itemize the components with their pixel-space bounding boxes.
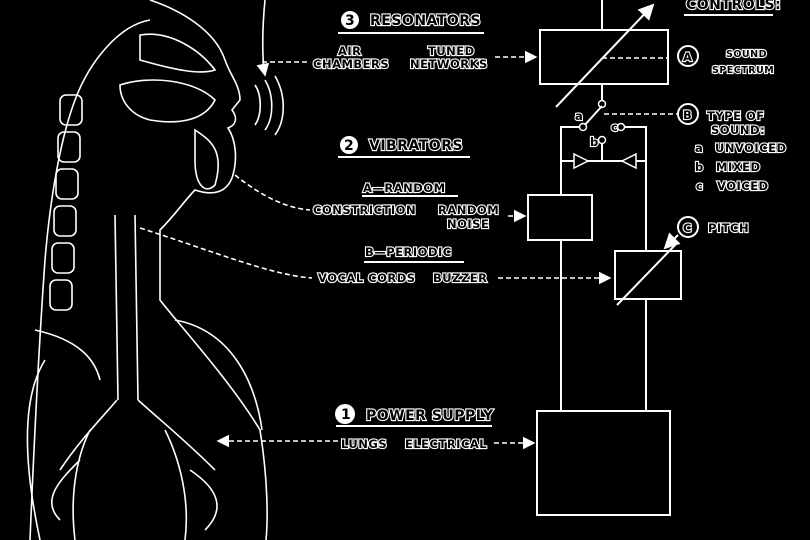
diagram-mark xyxy=(677,45,699,67)
diagram-mark xyxy=(597,99,607,109)
jaw xyxy=(194,128,220,190)
buzzer-box xyxy=(614,250,682,300)
bronchi xyxy=(50,399,218,540)
diagram-mark xyxy=(51,242,75,274)
diagram-label: TYPE OF xyxy=(707,109,765,123)
diagram-mark xyxy=(341,11,359,29)
diagram-label: b xyxy=(695,160,704,174)
diagram-mark xyxy=(560,126,583,195)
output-arrow xyxy=(256,0,270,77)
diagram-label: POWER SUPPLY xyxy=(366,408,494,424)
diagram-label: MIXED xyxy=(716,160,761,174)
trachea xyxy=(114,214,139,401)
diagram-label: AIR xyxy=(338,44,362,58)
sound-waves xyxy=(254,75,284,136)
section-heading: RESONATORS xyxy=(370,13,481,29)
diagram-label: VOCAL CORDS xyxy=(318,271,416,285)
random-noise-box xyxy=(527,194,593,241)
diagram-mark xyxy=(677,216,699,238)
diagram-mark xyxy=(335,404,355,424)
diagram-mark xyxy=(578,122,588,132)
diagram-label: c xyxy=(696,179,703,193)
section-number: 3 xyxy=(345,13,355,29)
constriction-pointer xyxy=(234,174,311,211)
diagram-label: CHAMBERS xyxy=(313,57,389,71)
diagram-label: PITCH xyxy=(708,221,749,235)
human-vocal-anatomy xyxy=(26,0,284,540)
controls-legend: CONTROLS: A SOUND SPECTRUM B TYPE OF SOU… xyxy=(663,0,787,250)
diagram-label: A xyxy=(683,50,692,64)
diagram-label: CONSTRICTION xyxy=(313,203,416,217)
diagram-mark xyxy=(616,122,626,132)
diagram-label: SOUND: xyxy=(711,123,765,137)
diagram-label: LUNGS xyxy=(341,437,387,451)
spine xyxy=(49,94,83,311)
diagram-label: ELECTRICAL xyxy=(405,437,487,451)
diagram-mark xyxy=(49,279,73,311)
spectrum-control-arrow xyxy=(555,3,655,108)
diagram-mark xyxy=(55,168,79,200)
diagram-label: C xyxy=(683,221,692,235)
resonators-section: 3 RESONATORS AIR CHAMBERS TUNED NETWORKS xyxy=(312,11,538,72)
controls-title: CONTROLS: xyxy=(686,0,781,13)
diagram-label: 1 xyxy=(341,407,351,423)
diagram-label: VIBRATORS xyxy=(369,138,463,154)
diode-right xyxy=(620,152,637,170)
diagram-label: A—RANDOM xyxy=(363,181,446,195)
diagram-label: SOUND xyxy=(726,49,767,60)
vibrators-section: 2 VIBRATORS A—RANDOM CONSTRICTION RANDOM… xyxy=(312,136,612,286)
diagram-mark xyxy=(625,126,647,251)
vocal-cords-pointer xyxy=(139,227,313,279)
tuned-networks-box xyxy=(539,29,669,85)
diagram-mark xyxy=(561,143,646,162)
back-of-neck xyxy=(29,19,151,540)
power-supply-section: 1 POWER SUPPLY LUNGS ELECTRICAL xyxy=(335,404,536,452)
diagram-mark xyxy=(59,94,83,126)
pitch-control-arrow xyxy=(616,241,679,306)
diagram-mark xyxy=(340,136,358,154)
diagram-label: NOISE xyxy=(447,217,489,231)
synthesizer-circuit: a b c xyxy=(527,0,682,516)
diagram-mark xyxy=(57,131,81,163)
diagram-label: SPECTRUM xyxy=(712,65,774,76)
diagram-label: TUNED xyxy=(428,44,475,58)
diagram-mark xyxy=(597,135,607,145)
diagram-mark xyxy=(677,103,699,125)
diagram-label: B xyxy=(683,108,692,122)
diagram-label: c xyxy=(611,120,618,134)
head-neck-profile xyxy=(149,0,268,540)
power-supply-box xyxy=(536,410,671,516)
diagram-label: 2 xyxy=(344,138,354,154)
diode-left xyxy=(573,152,590,170)
diagram-mark xyxy=(663,232,681,250)
lungs-outline xyxy=(26,319,263,540)
diagram-label: VOICED xyxy=(717,179,769,193)
diagram-label: RANDOM xyxy=(438,203,499,217)
diagram-label: UNVOICED xyxy=(715,141,787,155)
nasal-cavity xyxy=(139,33,217,73)
diagram-label: NETWORKS xyxy=(410,57,488,71)
diagram-label: a xyxy=(695,141,703,155)
diagram-label: a xyxy=(575,109,583,123)
diagram-label: b xyxy=(590,135,599,149)
tongue xyxy=(119,79,216,123)
voicing-switch xyxy=(582,105,603,128)
diagram-label: B—PERIODIC xyxy=(365,245,452,259)
diagram-label: BUZZER xyxy=(433,271,488,285)
diagram-mark xyxy=(53,205,77,237)
